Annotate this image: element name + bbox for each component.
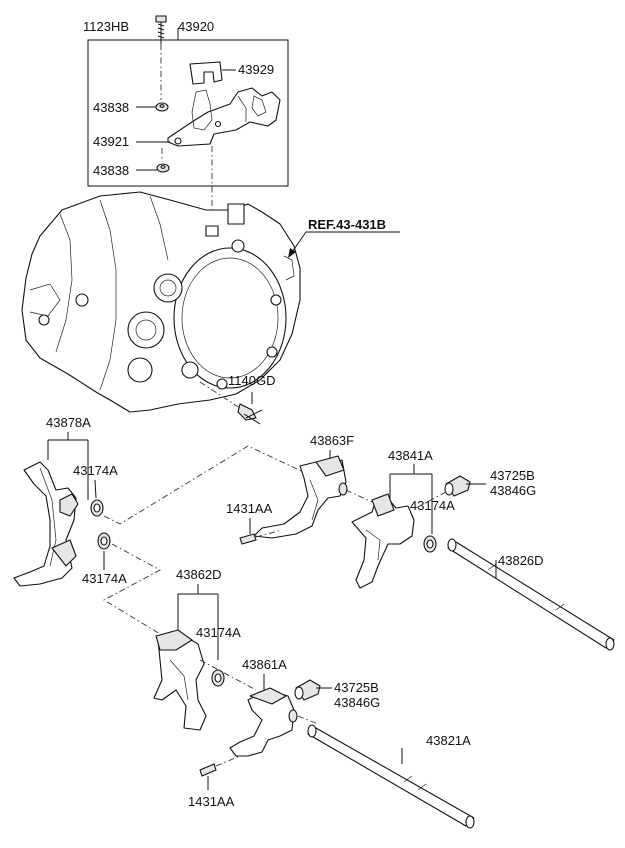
bolt-1123HB	[155, 15, 167, 44]
label-43863F: 43863F	[310, 433, 354, 448]
clip-43929	[189, 61, 223, 85]
label-43174A-right: 43174A	[410, 498, 455, 513]
label-43861A: 43861A	[242, 657, 287, 672]
label-43821A: 43821A	[426, 733, 471, 748]
shift-fork-43878A	[13, 461, 79, 587]
washer-43838-bottom	[156, 163, 170, 173]
label-43920: 43920	[178, 19, 214, 34]
label-43846G-lower: 43846G	[334, 695, 380, 710]
washer-43838-top	[155, 102, 169, 112]
label-43826D: 43826D	[498, 553, 544, 568]
pin-1431AA-upper	[239, 533, 257, 545]
bracket-group-box	[87, 39, 289, 187]
pin-1431AA-lower	[199, 763, 217, 777]
label-43921: 43921	[93, 134, 129, 149]
label-43838-top: 43838	[93, 100, 129, 115]
label-43846G-upper: 43846G	[490, 483, 536, 498]
label-ref: REF.43-431B	[308, 217, 386, 232]
label-43838-bottom: 43838	[93, 163, 129, 178]
plug-43725B-lower	[294, 679, 321, 701]
label-43174A-left-upper: 43174A	[73, 463, 118, 478]
label-43929: 43929	[238, 62, 274, 77]
shift-fork-43861A	[229, 687, 298, 757]
shift-rod-43821A	[307, 724, 475, 829]
shift-fork-43862D	[153, 629, 207, 731]
label-1140GD: 1140GD	[228, 373, 275, 388]
label-43841A: 43841A	[388, 448, 433, 463]
bushing-43174A-upper	[90, 499, 104, 517]
label-1431AA-lower: 1431AA	[188, 794, 235, 809]
label-43725B-upper: 43725B	[490, 468, 535, 483]
bracket-43921	[167, 87, 281, 147]
bolt-1140GD	[237, 403, 263, 425]
bushing-43174A-lower-mid	[211, 669, 225, 687]
label-1123HB: 1123HB	[83, 19, 129, 34]
plug-43725B-upper	[444, 475, 471, 497]
label-43725B-lower: 43725B	[334, 680, 379, 695]
shift-fork-43863F	[253, 455, 348, 539]
label-1431AA-upper: 1431AA	[226, 501, 273, 516]
label-43174A-lower-mid: 43174A	[196, 625, 241, 640]
bushing-43174A-lower	[97, 532, 111, 550]
label-43878A: 43878A	[46, 415, 91, 430]
shift-rod-43826D	[447, 538, 615, 651]
shift-fork-43841A	[351, 493, 415, 589]
bushing-43174A-right	[423, 535, 437, 553]
transmission-case	[21, 191, 301, 413]
label-43174A-left-lower: 43174A	[82, 571, 127, 586]
label-43862D: 43862D	[176, 567, 222, 582]
